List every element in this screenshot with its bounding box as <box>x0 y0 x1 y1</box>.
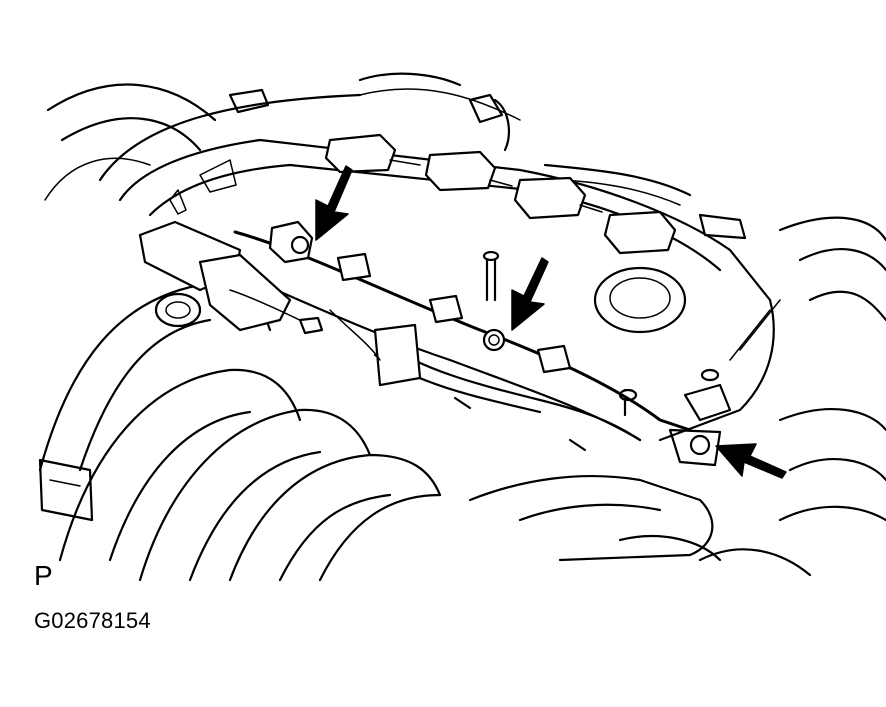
figure-code: G02678154 <box>34 608 151 633</box>
cylinder-head-cover <box>118 133 775 442</box>
clamp-arrow-right <box>715 443 787 479</box>
bolt-arrow-left <box>315 165 353 241</box>
bolt-arrow-middle <box>511 257 549 331</box>
fuel-delivery-pipe <box>138 220 781 467</box>
view-letter: P <box>34 560 53 591</box>
intake-manifold <box>38 283 722 582</box>
